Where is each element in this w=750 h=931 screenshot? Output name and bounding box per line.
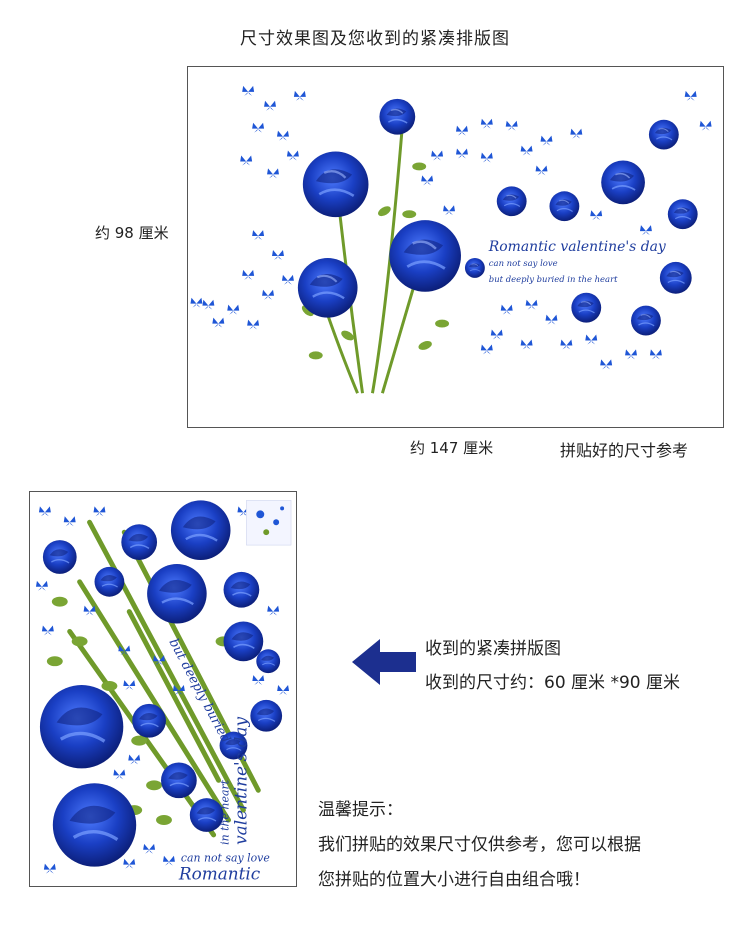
sheet-text-cannot: can not say love	[181, 852, 270, 865]
page-title: 尺寸效果图及您收到的紧凑排版图	[240, 29, 510, 49]
sheet-text-romantic: Romantic	[178, 864, 261, 884]
sheet-small-decals	[246, 500, 292, 546]
rose-flowers	[296, 98, 699, 337]
sheet-text-valentine: valentine's day	[230, 717, 250, 845]
compact-layout-caption: 收到的紧凑拼版图	[425, 639, 561, 659]
assembled-preview-illustration: Romantic valentine's day can not say lov…	[190, 85, 712, 394]
received-size-caption: 收到的尺寸约：60 厘米 *90 厘米	[425, 673, 680, 693]
tip-line-2: 您拼贴的位置大小进行自由组合哦！	[318, 870, 590, 890]
height-label: 约 98 厘米	[95, 224, 169, 242]
preview-text-line2: can not say love	[489, 258, 558, 268]
size-reference-caption: 拼贴好的尺寸参考	[560, 441, 689, 460]
preview-text-line1: Romantic valentine's day	[488, 239, 666, 255]
compact-sheet-illustration: Romantic can not say love valentine's da…	[35, 499, 292, 884]
arrow-left-icon	[352, 639, 416, 685]
assembled-preview-image: Romantic valentine's day can not say lov…	[187, 66, 724, 428]
sheet-text-heart: in the heart	[219, 779, 232, 845]
tip-title: 温馨提示：	[318, 800, 403, 820]
preview-text-line3: but deeply buried in the heart	[489, 274, 618, 284]
compact-sheet-image: Romantic can not say love valentine's da…	[29, 491, 297, 887]
tip-line-1: 我们拼贴的效果尺寸仅供参考，您可以根据	[318, 835, 641, 855]
width-label: 约 147 厘米	[410, 439, 494, 457]
